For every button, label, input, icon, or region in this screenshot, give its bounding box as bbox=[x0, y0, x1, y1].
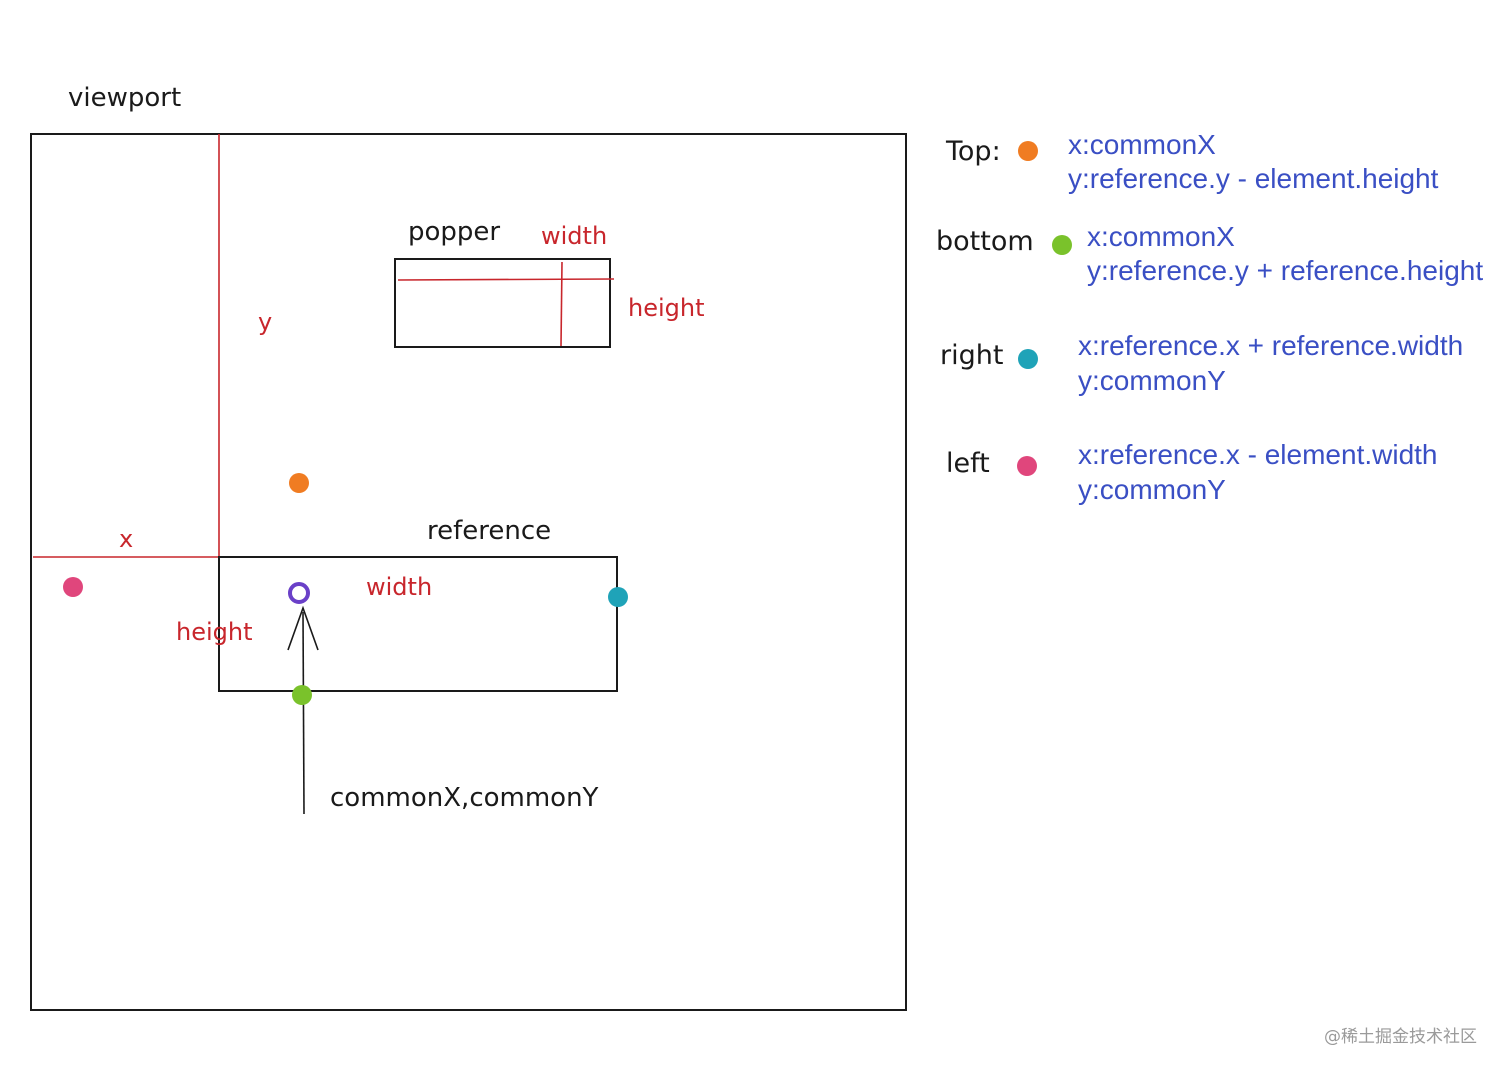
popper-width-label: width bbox=[541, 222, 607, 250]
legend-top-y: y:reference.y - element.height bbox=[1068, 163, 1439, 194]
popper-box bbox=[394, 258, 611, 348]
legend-left: left x:reference.x - element.width y:com… bbox=[946, 439, 1438, 505]
reference-width-label: width bbox=[366, 573, 432, 601]
viewport-frame bbox=[30, 133, 907, 1011]
legend-bottom-y: y:reference.y + reference.height bbox=[1087, 255, 1483, 286]
legend-right-dot bbox=[1018, 349, 1038, 369]
top-position-dot bbox=[289, 473, 309, 493]
common-label: commonX,commonY bbox=[330, 783, 599, 813]
watermark: @稀土掘金技术社区 bbox=[1324, 1027, 1477, 1047]
reference-height-label: height bbox=[176, 618, 253, 646]
legend-left-dot bbox=[1017, 456, 1037, 476]
popper-label: popper bbox=[408, 217, 500, 247]
popper-width-line bbox=[397, 278, 615, 281]
legend-right-key: right bbox=[940, 340, 1003, 371]
legend-bottom-key: bottom bbox=[936, 226, 1034, 257]
legend-bottom-dot bbox=[1052, 235, 1072, 255]
common-arrow-shaft bbox=[302, 611, 305, 815]
popper-height-line bbox=[560, 261, 563, 347]
viewport-label: viewport bbox=[68, 83, 181, 113]
legend-bottom-x: x:commonX bbox=[1087, 221, 1235, 252]
reference-label: reference bbox=[427, 516, 551, 546]
legend-top-x: x:commonX bbox=[1068, 129, 1216, 160]
reference-box bbox=[218, 556, 618, 692]
popper-height-label: height bbox=[628, 294, 705, 322]
legend-top-dot bbox=[1018, 141, 1038, 161]
x-label: x bbox=[119, 525, 133, 553]
left-position-dot bbox=[63, 577, 83, 597]
common-origin-ring bbox=[288, 582, 310, 604]
legend-left-y: y:commonY bbox=[1078, 474, 1226, 505]
bottom-position-dot bbox=[292, 685, 312, 705]
legend-top-key: Top: bbox=[945, 136, 1001, 167]
right-position-dot bbox=[608, 587, 628, 607]
legend-right-y: y:commonY bbox=[1078, 365, 1226, 396]
common-arrow-head bbox=[287, 605, 319, 651]
legend-top: Top: x:commonX y:reference.y - element.h… bbox=[945, 129, 1439, 194]
legend-right: right x:reference.x + reference.width y:… bbox=[940, 330, 1463, 396]
y-label: y bbox=[258, 308, 272, 336]
legend-left-x: x:reference.x - element.width bbox=[1078, 439, 1438, 470]
legend-bottom: bottom x:commonX y:reference.y + referen… bbox=[936, 221, 1483, 286]
legend-left-key: left bbox=[946, 448, 990, 479]
legend-right-x: x:reference.x + reference.width bbox=[1078, 330, 1463, 361]
legend: Top: x:commonX y:reference.y - element.h… bbox=[936, 129, 1483, 505]
